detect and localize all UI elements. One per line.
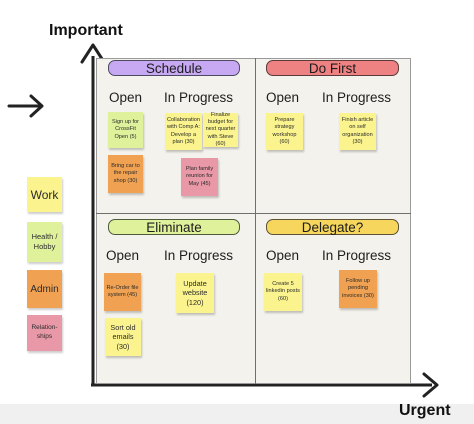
x-axis-label: Urgent xyxy=(399,402,451,419)
sticky-note[interactable]: Sort old emails (30) xyxy=(105,318,141,356)
sticky-note[interactable]: Sign up for CrossFit Open (5) xyxy=(108,112,143,148)
sticky-note[interactable]: Update website (120) xyxy=(176,273,214,313)
sticky-note[interactable]: Bring car to the repair shop (30) xyxy=(108,155,143,193)
horizontal-divider xyxy=(96,213,411,214)
quadrant-title-schedule[interactable]: Schedule xyxy=(108,60,240,76)
sticky-note[interactable]: Finish article on self organization (30) xyxy=(339,113,376,150)
legend-item-admin: Admin xyxy=(27,270,62,308)
x-axis-arrowhead xyxy=(422,372,439,398)
bottom-band xyxy=(0,404,474,424)
right-arrow-icon xyxy=(7,94,44,118)
vertical-divider xyxy=(255,58,256,384)
column-header-in-progress: In Progress xyxy=(164,248,234,263)
column-header-open: Open xyxy=(109,90,143,105)
legend-item-relationships: Relation-ships xyxy=(27,315,62,351)
quadrant-title-eliminate[interactable]: Eliminate xyxy=(108,219,240,235)
sticky-note[interactable]: Create 5 linkedin posts (60) xyxy=(264,273,302,311)
column-header-in-progress: In Progress xyxy=(322,248,392,263)
sticky-note[interactable]: Plan family reunion for May (45) xyxy=(181,158,218,196)
quadrant-title-do-first[interactable]: Do First xyxy=(266,60,399,76)
column-header-open: Open xyxy=(106,248,140,263)
y-axis-label: Important xyxy=(49,22,123,39)
quadrant-title-delegate[interactable]: Delegate? xyxy=(266,219,399,235)
sticky-note[interactable]: Finalize budget for next quarter with St… xyxy=(203,112,238,147)
sticky-note[interactable]: Follow up pending invoices (30) xyxy=(339,270,377,308)
legend-item-health-hobby: Health / Hobby xyxy=(27,222,62,262)
y-axis-arrowhead xyxy=(80,43,106,64)
legend-item-work: Work xyxy=(27,177,62,212)
sticky-note[interactable]: Re-Order file system (45) xyxy=(104,273,141,311)
column-header-in-progress: In Progress xyxy=(322,90,392,105)
sticky-note[interactable]: Prepare strategy workshop (60) xyxy=(266,113,303,150)
column-header-in-progress: In Progress xyxy=(164,90,234,105)
column-header-open: Open xyxy=(266,90,300,105)
column-header-open: Open xyxy=(266,248,300,263)
sticky-note[interactable]: Collaboration with Comp A: Develop a pla… xyxy=(165,113,202,150)
